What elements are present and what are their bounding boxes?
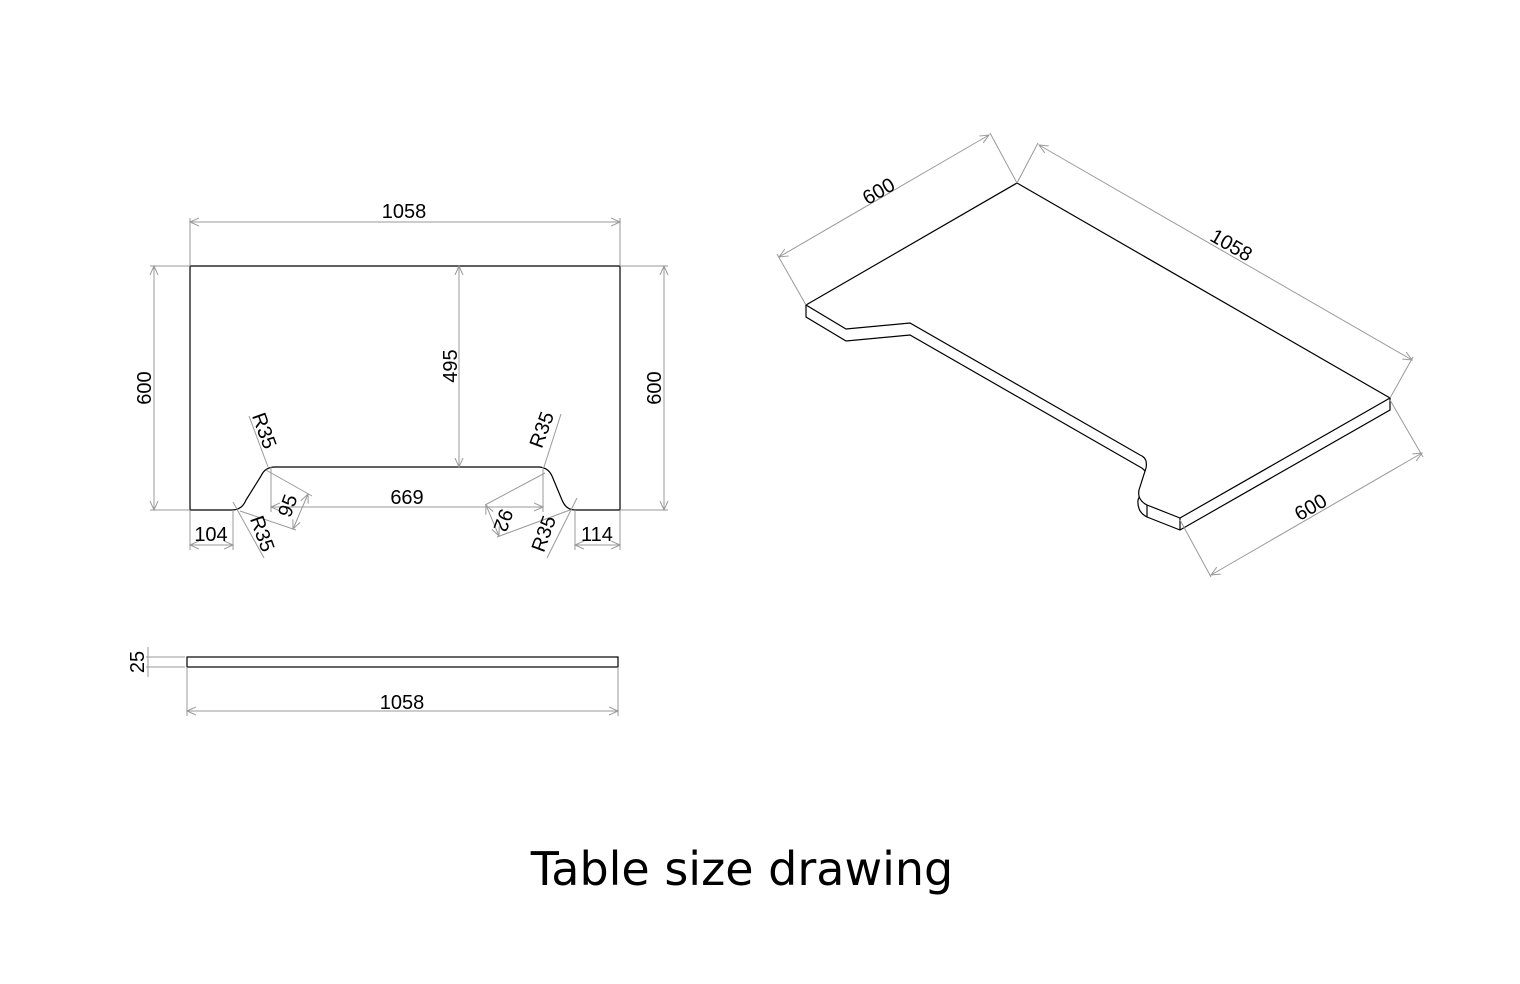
dim-right-depth: 600 [644,371,666,404]
top-view: 1058 600 600 495 669 104 114 95 [134,201,668,559]
side-view-outline [186,656,619,668]
radius-bottom-left: R35 [245,513,278,555]
dim-cutout-width: 669 [390,487,423,509]
drawing-title: Table size drawing [530,842,954,896]
dim-side-width: 1058 [380,692,425,714]
dim-right-slant: 92 [488,506,516,534]
radius-bottom-right: R35 [528,513,561,555]
dim-left-depth: 600 [134,371,156,404]
dim-overall-width: 1058 [382,201,427,223]
iso-top-surface [804,182,1392,519]
dim-right-offset: 114 [581,524,613,546]
top-view-outline [189,265,621,511]
dim-inner-depth: 495 [440,349,462,382]
iso-dim-length: 1058 [1206,225,1256,266]
iso-dim-front-depth: 600 [1291,490,1331,526]
radius-top-right: R35 [526,409,559,451]
dim-thickness: 25 [127,651,149,673]
dim-left-offset: 104 [194,524,227,546]
iso-dim-back-depth: 600 [859,174,899,210]
iso-view: 600 1058 600 [776,132,1424,578]
radius-top-left: R35 [247,410,280,452]
side-view: 25 1058 [127,647,618,716]
